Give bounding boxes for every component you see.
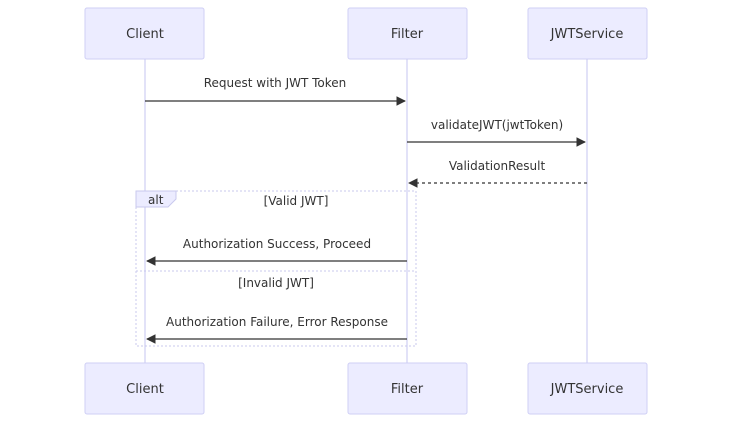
actor-client-top: Client — [84, 7, 205, 60]
message-auth-success: Authorization Success, Proceed — [146, 237, 407, 266]
alt-fragment: alt [Valid JWT] [Invalid JWT] — [135, 190, 417, 347]
message-auth-failure: Authorization Failure, Error Response — [146, 315, 407, 344]
message-label: validateJWT(jwtToken) — [431, 118, 563, 132]
alt-frame — [135, 190, 417, 347]
message-label: Authorization Success, Proceed — [183, 237, 371, 251]
message-validate: validateJWT(jwtToken) — [407, 118, 586, 147]
actor-box — [347, 362, 468, 415]
actor-box — [527, 362, 648, 415]
message-label: Authorization Failure, Error Response — [166, 315, 388, 329]
actor-jwtservice-bottom: JWTService — [527, 362, 648, 415]
message-request: Request with JWT Token — [145, 76, 406, 106]
actor-box — [527, 7, 648, 60]
actor-box — [84, 362, 205, 415]
message-validation-result: ValidationResult — [408, 159, 587, 188]
actor-label: JWTService — [550, 382, 624, 397]
actor-client-bottom: Client — [84, 362, 205, 415]
actor-box — [347, 7, 468, 60]
alt-condition-valid: [Valid JWT] — [264, 194, 329, 208]
alt-condition-invalid: [Invalid JWT] — [238, 276, 314, 290]
actor-label: Filter — [391, 382, 424, 397]
actor-label: Client — [126, 382, 164, 397]
alt-label-box — [135, 190, 177, 208]
actor-filter-bottom: Filter — [347, 362, 468, 415]
actor-label: Client — [126, 27, 164, 42]
alt-keyword: alt — [148, 193, 164, 207]
actor-jwtservice-top: JWTService — [527, 7, 648, 60]
actor-filter-top: Filter — [347, 7, 468, 60]
actor-box — [84, 7, 205, 60]
actor-label: JWTService — [550, 27, 624, 42]
actor-label: Filter — [391, 27, 424, 42]
message-label: ValidationResult — [449, 159, 546, 173]
message-label: Request with JWT Token — [204, 76, 347, 90]
